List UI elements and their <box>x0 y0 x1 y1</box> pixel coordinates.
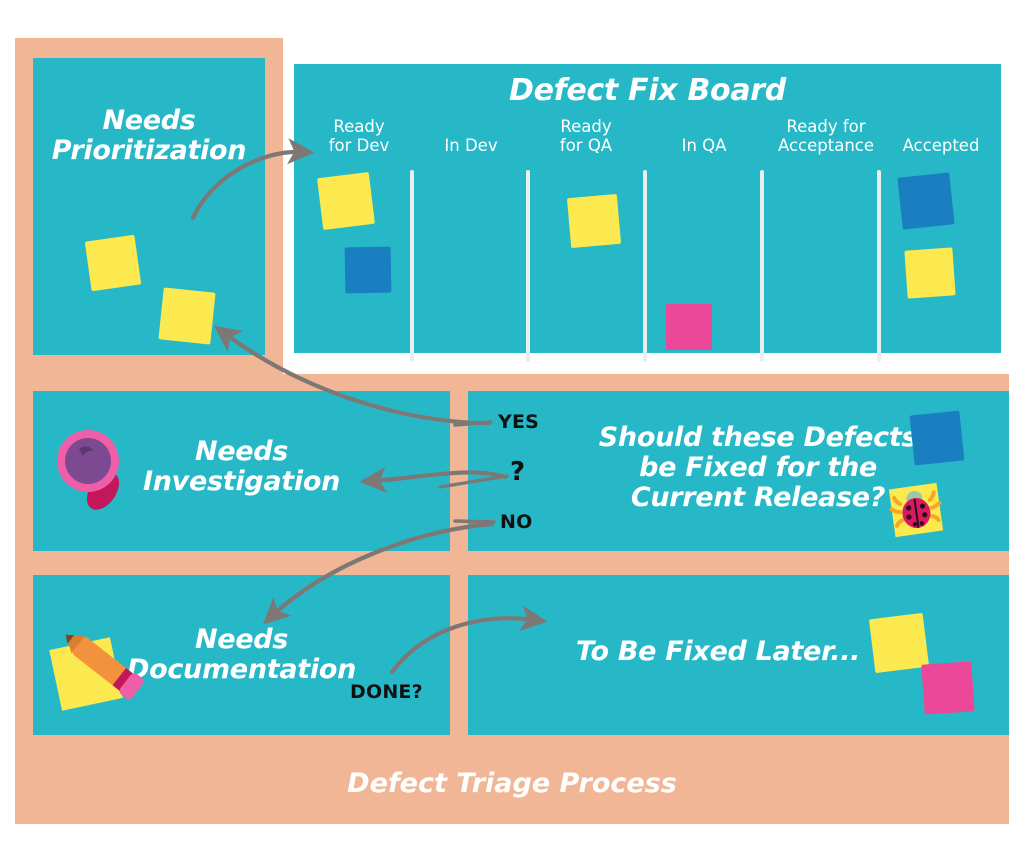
needs-investigation-box[interactable]: Needs Investigation <box>33 391 450 551</box>
needs-prioritization-panel[interactable]: Needs Prioritization <box>15 38 283 374</box>
magnifying-glass-icon <box>43 419 143 519</box>
defect-fix-board-panel[interactable]: Defect Fix Board Ready for Dev In Dev Re… <box>286 56 1009 362</box>
branch-label-no: NO <box>500 511 533 533</box>
board-card-blue[interactable] <box>344 246 392 294</box>
board-column-label-ready-for-qa: Ready for QA <box>559 117 613 155</box>
board-column-divider <box>526 170 530 362</box>
board-card-yellow[interactable] <box>566 193 622 249</box>
defect-fix-board-box: Defect Fix Board Ready for Dev In Dev Re… <box>294 64 1001 362</box>
later-card-yellow[interactable] <box>868 612 930 674</box>
to-be-fixed-later-title: To Be Fixed Later... <box>575 636 861 667</box>
board-column-label-ready-for-acceptance: Ready for Acceptance <box>777 117 875 155</box>
needs-documentation-title: Needs Documentation <box>126 624 356 686</box>
needs-investigation-title: Needs Investigation <box>143 436 340 498</box>
decision-title: Should these Defects be Fixed for the Cu… <box>598 422 918 514</box>
board-column-divider <box>760 170 764 362</box>
board-column-label-in-dev: In Dev <box>444 136 498 155</box>
board-column-label-ready-for-dev: Ready for Dev <box>328 117 390 155</box>
board-column-divider <box>877 170 881 362</box>
needs-documentation-box[interactable]: Needs Documentation <box>33 575 450 735</box>
sticky-card-yellow[interactable] <box>158 287 216 345</box>
needs-prioritization-box: Needs Prioritization <box>33 58 265 355</box>
footer-title: Defect Triage Process <box>347 768 677 799</box>
ladybug-sticky-note-icon <box>886 480 948 542</box>
decision-card-blue[interactable] <box>909 410 965 466</box>
decision-box[interactable]: Should these Defects be Fixed for the Cu… <box>468 391 1009 551</box>
board-card-blue[interactable] <box>897 172 955 230</box>
pencil-sticky-note-icon <box>43 615 153 715</box>
board-card-yellow[interactable] <box>904 247 956 299</box>
branch-label-done: DONE? <box>350 681 423 703</box>
later-card-pink[interactable] <box>921 661 975 715</box>
board-card-pink[interactable] <box>666 304 712 350</box>
board-column-label-in-qa: In QA <box>681 136 727 155</box>
board-card-yellow[interactable] <box>317 172 375 230</box>
to-be-fixed-later-box[interactable]: To Be Fixed Later... <box>468 575 1009 735</box>
board-column-label-accepted: Accepted <box>902 136 980 155</box>
needs-prioritization-title: Needs Prioritization <box>51 105 247 167</box>
branch-label-yes: YES <box>498 411 540 433</box>
board-column-divider <box>410 170 414 362</box>
branch-label-question: ? <box>510 457 526 487</box>
sticky-card-yellow[interactable] <box>84 234 142 292</box>
defect-fix-board-title: Defect Fix Board <box>509 73 786 108</box>
board-column-divider <box>643 170 647 362</box>
